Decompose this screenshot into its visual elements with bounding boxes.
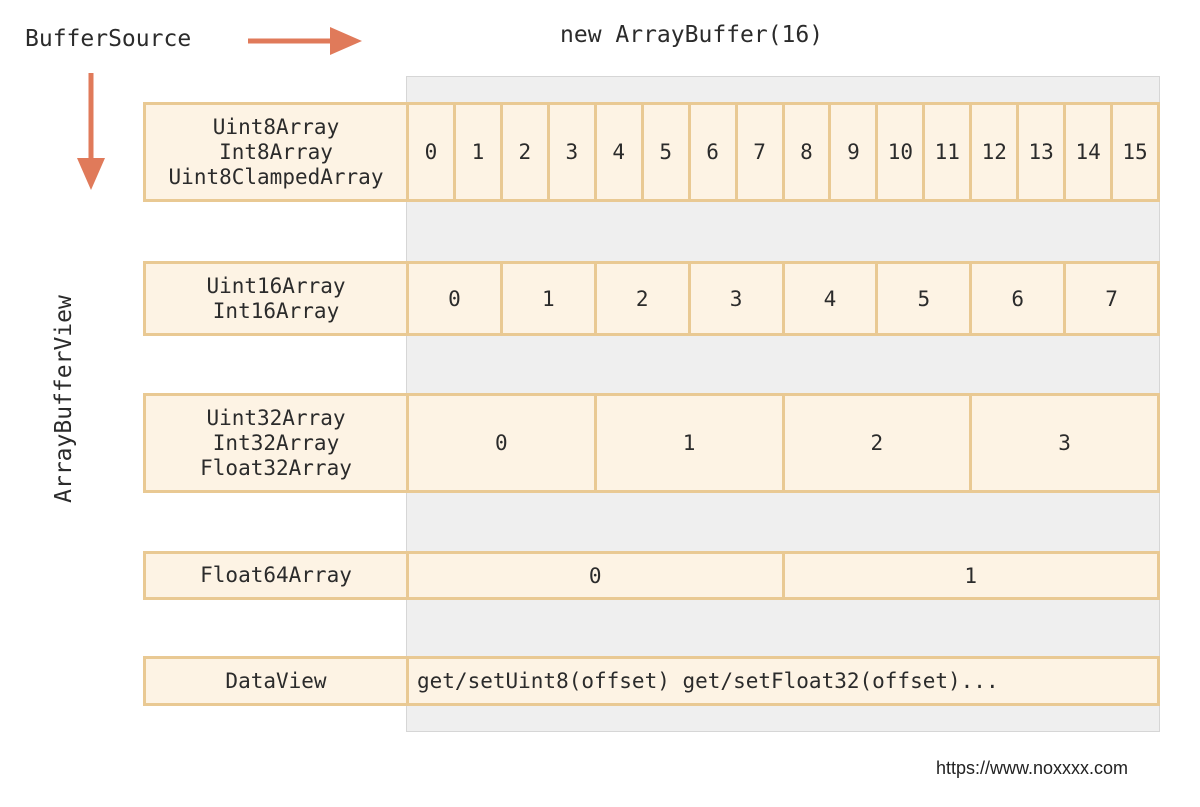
byte-cell: 2 — [503, 105, 550, 199]
label-line: Float64Array — [200, 563, 352, 587]
array-buffer-view-label: ArrayBufferView — [51, 295, 77, 503]
uint32-views-row: Uint32Array Int32Array Float32Array 0 1 … — [143, 393, 1160, 493]
byte-cell: 8 — [785, 105, 832, 199]
label-line: Uint32Array — [206, 405, 346, 430]
row-label: Float64Array — [146, 554, 409, 597]
uint8-views-row: Uint8Array Int8Array Uint8ClampedArray 0… — [143, 102, 1160, 202]
buffer-title: new ArrayBuffer(16) — [560, 22, 824, 48]
label-line: Uint8ClampedArray — [168, 164, 384, 189]
buffer-source-label: BufferSource — [25, 26, 192, 52]
byte-cell: 5 — [644, 105, 691, 199]
element-cell: 7 — [1105, 286, 1118, 311]
element-cell: 0 — [409, 554, 785, 597]
site-credit: https://www.noxxxx.com — [935, 758, 1128, 778]
dataview-row: DataView get/setUint8(offset) get/setFlo… — [143, 656, 1160, 706]
element-cell: 1 — [964, 563, 978, 588]
element-cell: 1 — [503, 264, 597, 333]
byte-cell: 7 — [738, 105, 785, 199]
element-cell: 0 — [409, 264, 503, 333]
element-cell: 3 — [1058, 431, 1071, 455]
byte-cell: 15 — [1122, 140, 1148, 164]
element-cell: 2 — [597, 264, 691, 333]
element-cells: 0 1 2 3 4 5 6 7 — [409, 264, 1157, 333]
element-cells: 0 1 — [409, 554, 1157, 597]
byte-cell: 4 — [597, 105, 644, 199]
row-label: Uint16Array Int16Array — [146, 264, 409, 333]
byte-cell: 11 — [925, 105, 973, 199]
label-line: DataView — [225, 668, 327, 693]
down-arrow-icon — [77, 73, 105, 190]
label-line: Int8Array — [219, 139, 333, 164]
row-label: Uint32Array Int32Array Float32Array — [146, 396, 409, 490]
element-cell: 1 — [597, 396, 785, 490]
element-cell: 4 — [785, 264, 879, 333]
element-cell: 6 — [972, 264, 1067, 333]
label-line: Int16Array — [212, 298, 340, 323]
dataview-methods: get/setUint8(offset) get/setFloat32(offs… — [417, 669, 999, 693]
element-cell: 3 — [691, 264, 785, 333]
byte-cell: 14 — [1066, 105, 1114, 199]
float64-views-row: Float64Array 0 1 — [143, 551, 1160, 600]
byte-cell: 10 — [878, 105, 926, 199]
byte-cell: 12 — [972, 105, 1020, 199]
byte-cell: 3 — [550, 105, 597, 199]
label-line: Int32Array — [212, 430, 340, 455]
label-line: Uint8Array — [212, 114, 340, 139]
element-cell: 2 — [785, 396, 973, 490]
element-cells: 0 1 2 3 — [409, 396, 1157, 490]
byte-cell: 9 — [831, 105, 879, 199]
byte-cell: 0 — [409, 105, 456, 199]
label-line: Float32Array — [200, 455, 352, 480]
element-cell: 0 — [409, 396, 597, 490]
right-arrow-icon — [248, 27, 362, 55]
byte-cell: 13 — [1019, 105, 1067, 199]
element-cell: 5 — [878, 264, 973, 333]
byte-cell: 1 — [456, 105, 503, 199]
row-label: Uint8Array Int8Array Uint8ClampedArray — [146, 105, 409, 199]
row-label: DataView — [146, 659, 409, 703]
uint16-views-row: Uint16Array Int16Array 0 1 2 3 4 5 6 7 — [143, 261, 1160, 336]
byte-cells: 0 1 2 3 4 5 6 7 8 9 10 11 12 13 14 15 — [409, 105, 1157, 199]
byte-cell: 6 — [691, 105, 738, 199]
label-line: Uint16Array — [206, 273, 346, 298]
